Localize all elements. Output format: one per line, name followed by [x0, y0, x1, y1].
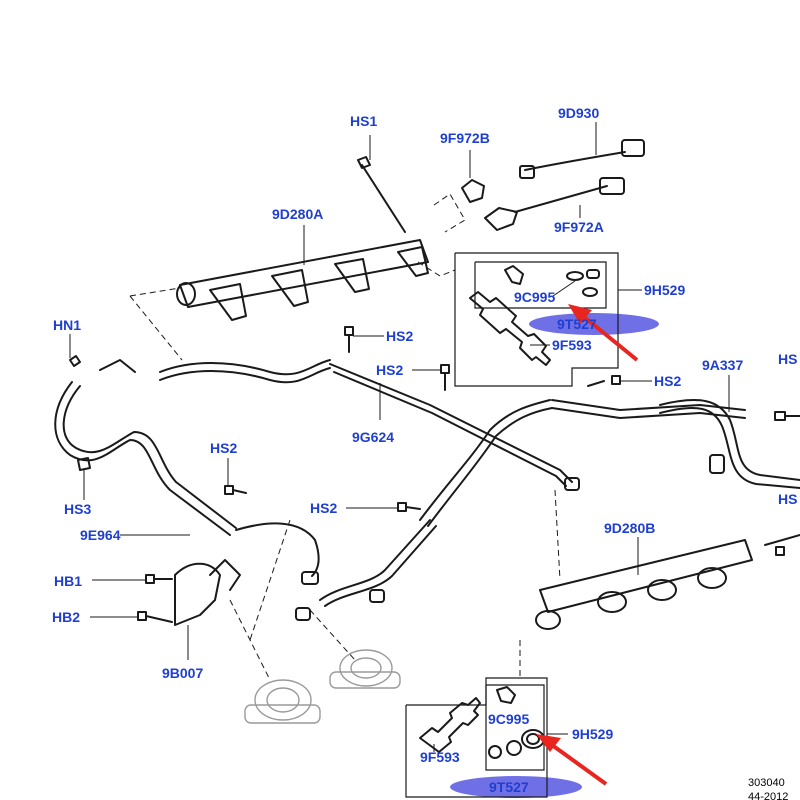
fuel-rail-9d280a [176, 135, 429, 321]
label-9h529-bottom: 9H529 [572, 726, 613, 742]
label-9f972a: 9F972A [554, 219, 604, 235]
label-hs2-a: HS2 [386, 328, 413, 344]
highlight-9t527-bottom [450, 776, 582, 798]
label-9b007: 9B007 [162, 665, 203, 681]
label-9c995-bottom: 9C995 [488, 711, 529, 727]
label-hs2-e: HS2 [310, 500, 337, 516]
pressure-sensors [461, 122, 645, 231]
arrow-head-bottom [536, 734, 561, 752]
red-arrows [536, 304, 639, 786]
label-hn1: HN1 [53, 317, 81, 333]
label-hs2-d: HS2 [210, 440, 237, 456]
fuel-rail-9d280b [535, 534, 800, 630]
arrow-head-top [568, 304, 592, 324]
label-9e964: 9E964 [80, 527, 121, 543]
label-9f972b: 9F972B [440, 130, 490, 146]
bolts [69, 326, 800, 623]
label-9a337: 9A337 [702, 357, 743, 373]
label-hs3: HS3 [64, 501, 91, 517]
fuel-pumps [244, 649, 401, 724]
label-hb1: HB1 [54, 573, 82, 589]
reference-date: 44-2012 [748, 791, 788, 800]
label-9g624: 9G624 [352, 429, 394, 445]
assembly-guides [129, 193, 561, 681]
label-9d930: 9D930 [558, 105, 599, 121]
label-9t527-top: 9T527 [557, 316, 597, 332]
label-hs2-c: HS2 [654, 373, 681, 389]
label-hb2: HB2 [52, 609, 80, 625]
label-hs2-b: HS2 [376, 362, 403, 378]
injector-kit-box-bottom [405, 677, 568, 798]
label-9t527-bottom: 9T527 [489, 779, 529, 795]
label-9c995-top: 9C995 [514, 289, 555, 305]
reference-code: 303040 [748, 777, 785, 789]
label-hs-right2: HS [778, 491, 797, 507]
label-hs-right1: HS [778, 351, 797, 367]
label-9d280a: 9D280A [272, 206, 323, 222]
part-labels: HS1 9F972B 9D930 9D280A 9F972A 9H529 9C9… [52, 105, 797, 795]
label-9d280b: 9D280B [604, 520, 655, 536]
fuel-pipes [54, 359, 800, 621]
injector-kit-box-top [454, 252, 642, 387]
label-9h529-top: 9H529 [644, 282, 685, 298]
label-hs1: HS1 [350, 113, 377, 129]
label-9f593-bottom: 9F593 [420, 749, 460, 765]
bracket-9b007 [174, 559, 241, 660]
label-9f593-top: 9F593 [552, 337, 592, 353]
